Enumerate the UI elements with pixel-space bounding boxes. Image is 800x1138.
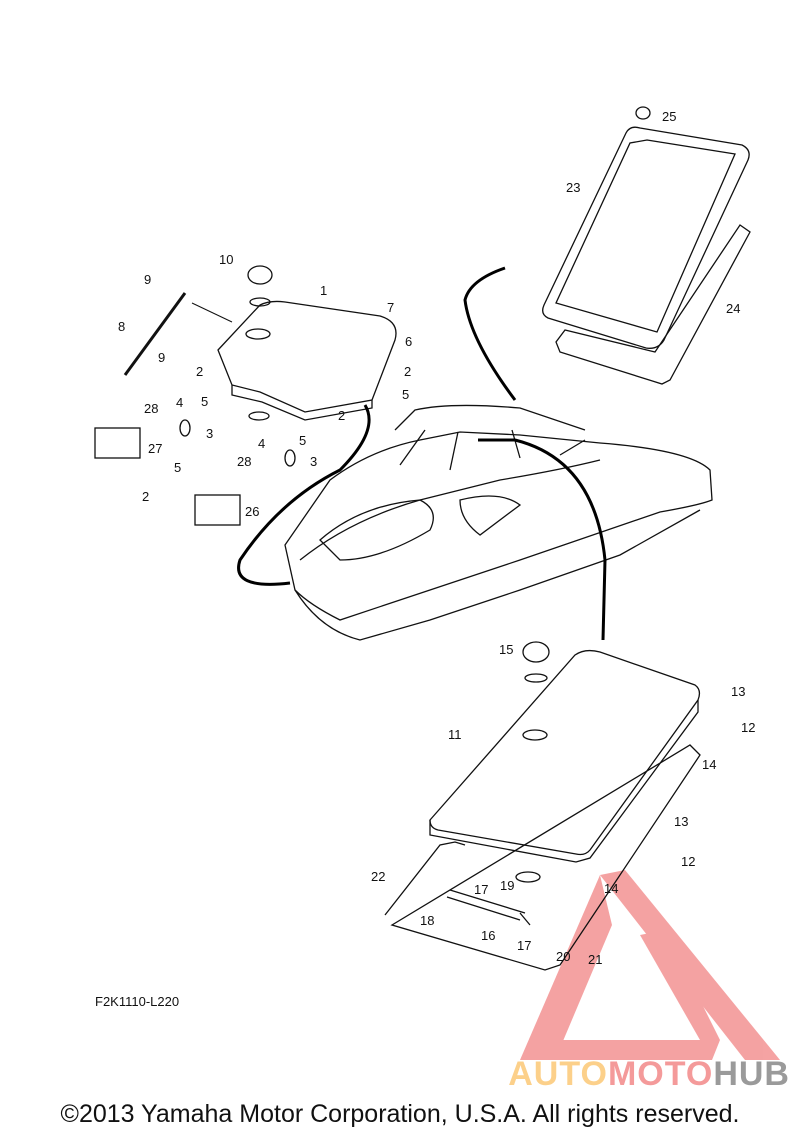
mat-22 bbox=[384, 744, 701, 971]
callout-18: 18 bbox=[420, 913, 434, 928]
watermark-auto: AUTO bbox=[508, 1055, 608, 1093]
callout-2: 2 bbox=[142, 489, 149, 504]
mat-24 bbox=[555, 224, 751, 385]
callout-3: 3 bbox=[206, 426, 213, 441]
callout-7: 7 bbox=[387, 300, 394, 315]
callout-26: 26 bbox=[245, 504, 259, 519]
callout-10: 10 bbox=[219, 252, 233, 267]
callout-21: 21 bbox=[588, 952, 602, 967]
callout-13: 13 bbox=[674, 814, 688, 829]
callout-14: 14 bbox=[604, 881, 618, 896]
callout-8: 8 bbox=[118, 319, 125, 334]
gas-strut-16 bbox=[446, 889, 531, 926]
callout-24: 24 bbox=[726, 301, 740, 316]
callout-12: 12 bbox=[741, 720, 755, 735]
boat-hull bbox=[284, 404, 713, 641]
watermark-logo bbox=[520, 870, 780, 1060]
callout-19: 19 bbox=[500, 878, 514, 893]
callout-3: 3 bbox=[310, 454, 317, 469]
watermark-text: AUTOMOTOHUB bbox=[508, 1055, 790, 1094]
mat-23 bbox=[542, 126, 750, 349]
callout-9: 9 bbox=[158, 350, 165, 365]
callout-12: 12 bbox=[681, 854, 695, 869]
callout-5: 5 bbox=[402, 387, 409, 402]
copyright-notice: ©2013 Yamaha Motor Corporation, U.S.A. A… bbox=[60, 1100, 740, 1128]
callout-13: 13 bbox=[731, 684, 745, 699]
callout-17: 17 bbox=[474, 882, 488, 897]
lid-1 bbox=[217, 300, 397, 421]
callout-23: 23 bbox=[566, 180, 580, 195]
callout-5: 5 bbox=[174, 460, 181, 475]
callout-2: 2 bbox=[404, 364, 411, 379]
callout-1: 1 bbox=[320, 283, 327, 298]
cables bbox=[237, 266, 607, 641]
callout-6: 6 bbox=[405, 334, 412, 349]
callout-22: 22 bbox=[371, 869, 385, 884]
callout-9: 9 bbox=[144, 272, 151, 287]
strap-8 bbox=[123, 292, 187, 376]
callout-20: 20 bbox=[556, 949, 570, 964]
callout-15: 15 bbox=[499, 642, 513, 657]
callout-2: 2 bbox=[196, 364, 203, 379]
callout-4: 4 bbox=[176, 395, 183, 410]
watermark-hub: HUB bbox=[713, 1055, 790, 1093]
callout-2: 2 bbox=[338, 408, 345, 423]
callout-28: 28 bbox=[144, 401, 158, 416]
callout-16: 16 bbox=[481, 928, 495, 943]
callout-14: 14 bbox=[702, 757, 716, 772]
callout-27: 27 bbox=[148, 441, 162, 456]
callout-5: 5 bbox=[299, 433, 306, 448]
lid-11 bbox=[429, 649, 701, 863]
callout-4: 4 bbox=[258, 436, 265, 451]
small-parts bbox=[94, 106, 651, 883]
diagram-code: F2K1110-L220 bbox=[95, 994, 180, 1009]
callout-11: 11 bbox=[448, 727, 462, 742]
callout-25: 25 bbox=[662, 109, 676, 124]
callout-17: 17 bbox=[517, 938, 531, 953]
callout-5: 5 bbox=[201, 394, 208, 409]
watermark-moto: MOTO bbox=[607, 1055, 714, 1093]
callout-28: 28 bbox=[237, 454, 251, 469]
